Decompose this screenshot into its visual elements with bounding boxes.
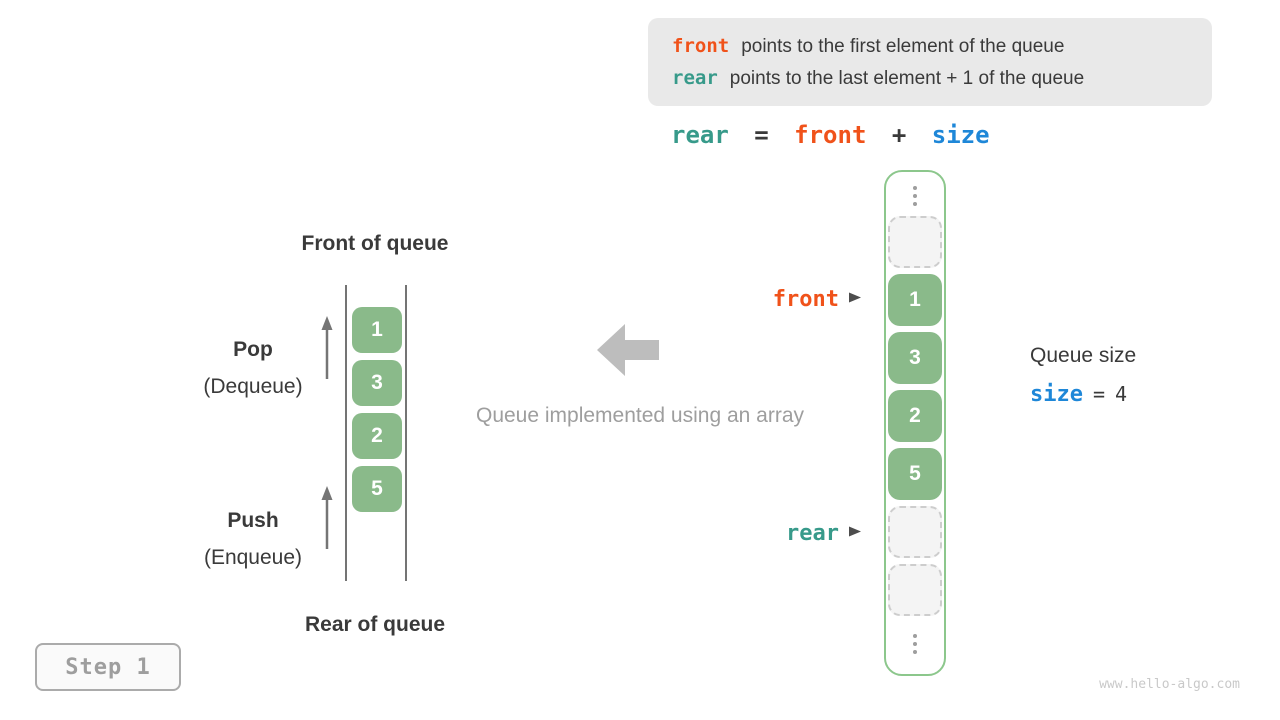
queue-boxes: 1 3 2 5 — [352, 307, 402, 512]
right-arrowhead-icon — [849, 526, 861, 537]
array-cell-value: 5 — [888, 448, 942, 500]
array-cell-value: 2 — [888, 390, 942, 442]
rear-description: points to the last element + 1 of the qu… — [729, 67, 1085, 89]
dot — [913, 650, 917, 654]
dot — [913, 642, 917, 646]
legend-line-rear: rear points to the last element + 1 of th… — [672, 67, 1212, 90]
step-badge: Step 1 — [35, 643, 181, 691]
push-up-arrow-icon — [321, 486, 333, 549]
rear-of-queue-label: Rear of queue — [304, 613, 446, 636]
pop-label: Pop (Dequeue) — [178, 331, 328, 405]
pop-up-arrow-icon — [321, 316, 333, 379]
dot — [913, 634, 917, 638]
right-arrowhead-icon — [849, 292, 861, 303]
legend-box: front points to the first element of the … — [648, 18, 1212, 106]
vertical-ellipsis-icon — [886, 634, 944, 654]
dequeue-text: (Dequeue) — [203, 375, 303, 398]
watermark: www.hello-algo.com — [1099, 677, 1240, 692]
formula-rear: rear — [671, 121, 729, 149]
size-panel: Queue size size = 4 — [1030, 344, 1136, 407]
queue-box: 3 — [352, 360, 402, 406]
array-cell-value: 3 — [888, 332, 942, 384]
array-cell-empty — [888, 216, 942, 268]
front-pointer-label: front — [692, 286, 862, 312]
dot — [913, 186, 917, 190]
pop-text: Pop — [233, 338, 273, 361]
array-cell-empty — [888, 564, 942, 616]
rear-pointer-label: rear — [692, 520, 862, 546]
front-of-queue-label: Front of queue — [301, 232, 449, 255]
dot — [913, 202, 917, 206]
formula-equals-sign: = — [754, 121, 769, 149]
size-value: 4 — [1115, 382, 1128, 406]
rear-pointer-text: rear — [786, 521, 839, 546]
size-equals-sign: = — [1092, 382, 1106, 406]
formula-plus-sign: + — [891, 121, 907, 149]
queue-channel-left-line — [345, 285, 347, 581]
formula-size: size — [931, 121, 990, 149]
vertical-ellipsis-icon — [886, 186, 944, 206]
array-cell-empty — [888, 506, 942, 558]
queue-box: 1 — [352, 307, 402, 353]
array-container: 1 3 2 5 — [884, 170, 946, 676]
rear-keyword: rear — [672, 66, 718, 89]
formula: rear = front + size — [671, 121, 1001, 149]
push-label: Push (Enqueue) — [178, 502, 328, 576]
array-cell-value: 1 — [888, 274, 942, 326]
queue-channel-right-line — [405, 285, 407, 581]
front-pointer-text: front — [772, 287, 839, 312]
front-keyword: front — [672, 34, 730, 57]
queue-size-title: Queue size — [1030, 344, 1137, 367]
front-description: points to the first element of the queue — [741, 35, 1065, 57]
legend-line-front: front points to the first element of the … — [672, 35, 1212, 58]
dot — [913, 194, 917, 198]
size-equation: size = 4 — [1030, 382, 1136, 407]
formula-front: front — [794, 121, 867, 149]
left-block-arrow-icon — [597, 324, 659, 376]
queue-box: 2 — [352, 413, 402, 459]
enqueue-text: (Enqueue) — [203, 546, 303, 569]
array-implementation-caption: Queue implemented using an array — [475, 404, 805, 427]
push-text: Push — [227, 509, 279, 532]
queue-box: 5 — [352, 466, 402, 512]
size-variable: size — [1030, 382, 1083, 407]
